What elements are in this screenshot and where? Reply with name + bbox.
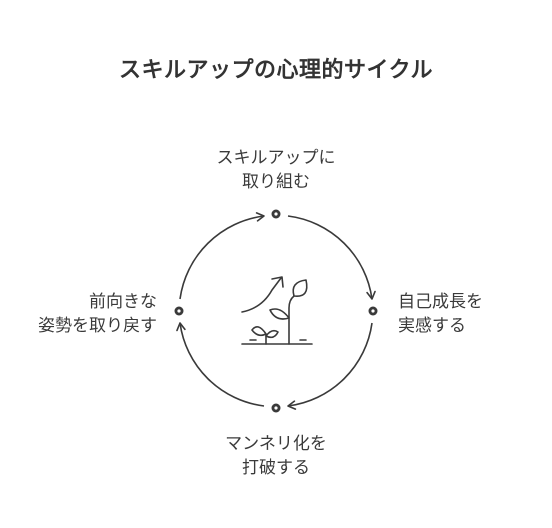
node-dot-right xyxy=(368,306,378,316)
node-label-left-line2: 姿勢を取り戻す xyxy=(38,316,157,336)
node-label-right-line1: 自己成長を xyxy=(398,292,483,312)
arc-right-to-bottom xyxy=(287,322,373,410)
node-label-left: 前向きな 姿勢を取り戻す xyxy=(0,290,157,338)
node-label-right: 自己成長を 実感する xyxy=(398,290,548,338)
node-dot-left xyxy=(174,306,184,316)
node-label-top-line1: スキルアップに xyxy=(216,148,336,168)
arc-top-to-right xyxy=(287,215,376,300)
node-label-top-line2: 取り組む xyxy=(242,172,310,192)
arc-bottom-to-left xyxy=(176,322,265,407)
diagram-title: スキルアップの心理的サイクル xyxy=(119,58,433,83)
node-label-right-line2: 実感する xyxy=(398,316,466,336)
node-label-bottom-line1: マンネリ化を xyxy=(225,434,327,454)
growing-plant-with-upward-arrow-icon xyxy=(241,276,313,345)
node-dot-top xyxy=(271,209,281,219)
arc-left-to-top xyxy=(179,212,265,300)
node-label-bottom: マンネリ化を 打破する xyxy=(176,432,376,480)
node-label-top: スキルアップに 取り組む xyxy=(176,146,376,194)
node-dot-bottom xyxy=(271,403,281,413)
node-label-left-line1: 前向きな xyxy=(89,292,157,312)
node-label-bottom-line2: 打破する xyxy=(242,458,310,478)
